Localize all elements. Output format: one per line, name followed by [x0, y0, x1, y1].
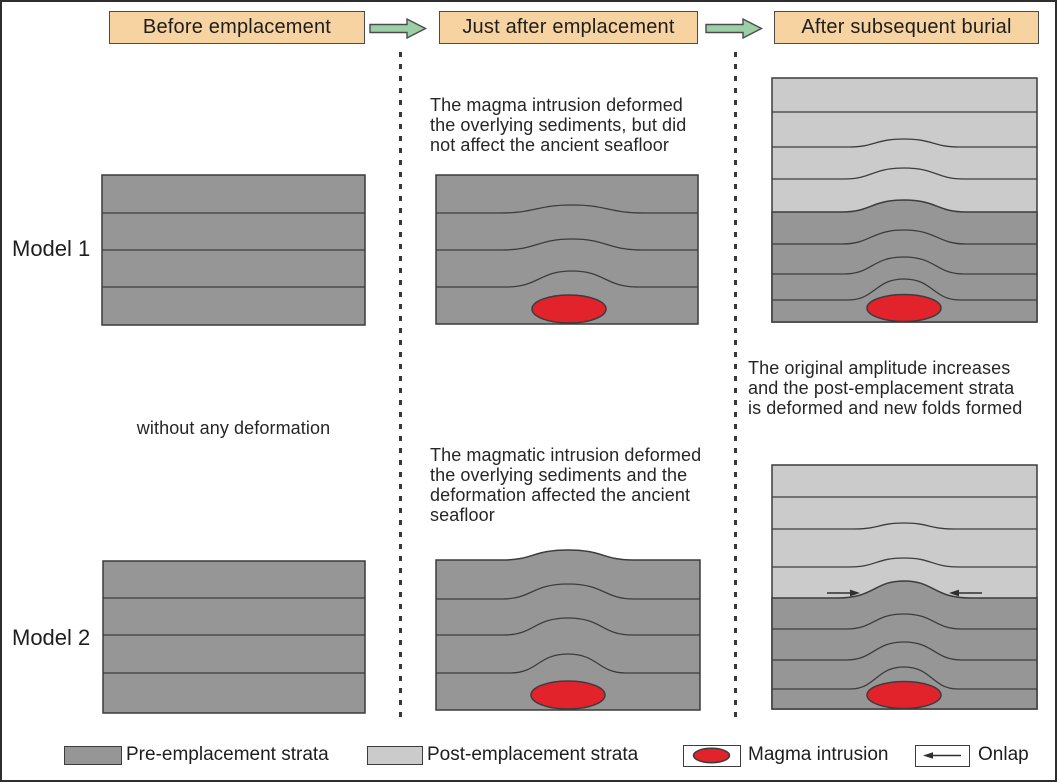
folded-strata-line [436, 270, 698, 288]
header-before-emplacement-label: Before emplacement [142, 16, 332, 38]
diagram-model1-before [101, 174, 366, 326]
header-after-subsequent-burial-label: After subsequent burial [801, 16, 1012, 38]
folded-strata-line [772, 613, 1037, 630]
header-after-subsequent-burial: After subsequent burial [774, 11, 1039, 44]
folded-strata-line [772, 256, 1037, 275]
diagram-model2-burial [771, 464, 1038, 710]
magma-intrusion [530, 680, 606, 710]
pre-strata-block [102, 560, 366, 714]
folded-strata-line [772, 666, 1037, 690]
onlap-arrowhead-right [949, 589, 959, 597]
folded-strata-line [436, 204, 698, 214]
pre-strata-block [771, 199, 1038, 323]
column-divider-dashed-line [734, 52, 737, 720]
diagram-model2-after [435, 549, 701, 711]
magma-ellipse-icon [692, 747, 731, 764]
folded-strata-line [772, 641, 1037, 661]
folded-strata-line [436, 617, 700, 636]
legend-label-onlap: Onlap [978, 744, 1029, 765]
pre-strata-block-domed-seafloor [435, 549, 701, 711]
legend-label-post-emplacement: Post-emplacement strata [427, 744, 639, 765]
legend-swatch-post-emplacement [367, 746, 423, 765]
onlap-arrowhead-left [850, 589, 860, 597]
onlap-arrow-icon [923, 752, 961, 759]
annotation-before-column: without any deformation [136, 418, 331, 438]
legend-swatch-pre-emplacement [64, 746, 122, 765]
diagram-model1-burial [771, 77, 1038, 323]
model1-row-label: Model 1 [12, 236, 91, 261]
header-just-after-emplacement: Just after emplacement [439, 11, 698, 44]
folded-strata-line [772, 167, 1037, 180]
folded-strata-line [772, 522, 1037, 530]
folded-strata-line [772, 557, 1037, 568]
folded-strata-line [772, 138, 1037, 148]
header-just-after-emplacement-label: Just after emplacement [462, 16, 675, 38]
magma-intrusion [531, 294, 607, 324]
folded-strata-line [772, 278, 1037, 301]
annotation-model1-after: The magma intrusion deformed the overlyi… [430, 95, 687, 155]
legend-symbol-onlap-box [915, 745, 970, 767]
legend-label-pre-emplacement: Pre-emplacement strata [126, 744, 329, 765]
folded-strata-line [772, 229, 1037, 245]
annotation-model2-after: The magmatic intrusion deformed the over… [430, 445, 702, 525]
flow-arrow-icon [705, 17, 764, 40]
folded-strata-line [436, 583, 700, 600]
column-divider-dashed-line [399, 52, 402, 720]
model2-row-label: Model 2 [12, 625, 91, 650]
flow-arrow-icon [369, 17, 428, 40]
folded-strata-line [436, 238, 698, 251]
legend-label-magma: Magma intrusion [748, 744, 889, 765]
header-before-emplacement: Before emplacement [109, 11, 365, 44]
annotation-model1-burial: The original amplitude increases and the… [748, 358, 1023, 418]
pre-strata-block-domed [771, 580, 1038, 710]
magma-intrusion [866, 680, 942, 710]
legend-symbol-magma-box [683, 745, 741, 767]
diagram-model2-before [102, 560, 366, 714]
folded-strata-line [436, 653, 700, 674]
magma-intrusion [866, 293, 942, 323]
diagram-model1-after [435, 174, 699, 325]
